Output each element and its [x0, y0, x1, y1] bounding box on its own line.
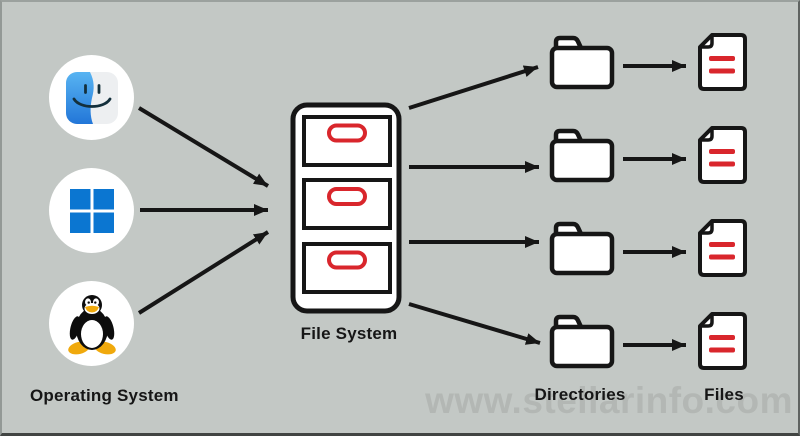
arrows-directories-to-files	[623, 60, 686, 351]
tux-icon	[67, 294, 116, 354]
os-macos-circle	[49, 55, 134, 140]
drawer-handle	[327, 123, 367, 143]
os-linux-circle	[49, 281, 134, 366]
arrows-os-to-filesystem	[137, 106, 270, 315]
cabinet-drawer	[302, 115, 392, 167]
cabinet-drawer	[302, 242, 392, 294]
arrows-filesystem-to-directories	[408, 65, 541, 345]
file-system-icon	[290, 102, 402, 314]
finder-icon	[65, 71, 118, 124]
os-windows-circle	[49, 168, 134, 253]
operating-system-label: Operating System	[30, 386, 179, 405]
arrow-filesystem-to-directory-1	[408, 65, 539, 110]
arrow-finder-to-filesystem	[137, 106, 270, 188]
directory-icon	[549, 128, 615, 183]
directory-icon	[549, 35, 615, 90]
files-label: Files	[704, 385, 744, 404]
file-system-label: File System	[300, 324, 398, 343]
directory-icon	[549, 221, 615, 276]
file-icon	[698, 33, 747, 91]
windows-icon	[69, 188, 114, 233]
watermark-text: www.stellarinfo.com	[425, 380, 793, 421]
file-icon	[698, 219, 747, 277]
cabinet-drawer	[302, 178, 392, 230]
drawer-handle	[327, 250, 367, 270]
file-icon	[698, 312, 747, 370]
arrow-tux-to-filesystem	[137, 230, 270, 315]
file-icon	[698, 126, 747, 184]
drawer-handle	[327, 187, 367, 206]
directory-icon	[549, 314, 615, 369]
arrow-filesystem-to-directory-4	[408, 302, 541, 345]
directories-label: Directories	[534, 385, 626, 404]
